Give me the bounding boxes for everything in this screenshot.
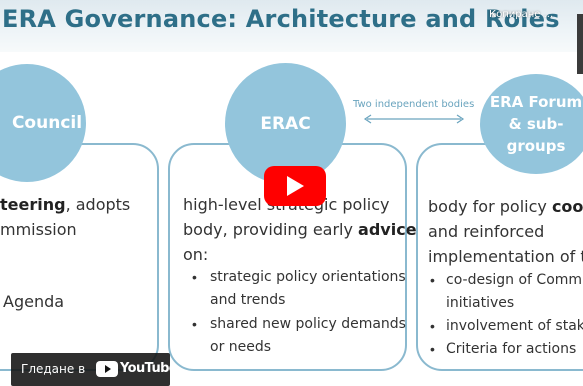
forum-line-3: implementation of th xyxy=(428,247,583,266)
erac-bullet-1-line-1: strategic policy orientations xyxy=(210,269,406,285)
council-label: Council xyxy=(11,113,83,133)
forum-bullet-2-line-1: involvement of stak xyxy=(446,318,583,334)
double-arrow-icon xyxy=(363,114,465,124)
bullet-dot: • xyxy=(430,318,435,334)
play-icon xyxy=(287,176,304,196)
erac-line-3: on: xyxy=(183,245,209,264)
forum-bullet-1-line-1: co-design of Commi xyxy=(446,272,583,288)
watch-on-youtube-button[interactable]: Гледане в YouTube xyxy=(11,353,178,386)
bodies-label: Two independent bodies xyxy=(353,99,475,110)
erac-bullet-1-line-2: and trends xyxy=(210,292,286,308)
era-forum-card xyxy=(416,143,583,371)
youtube-logo-icon xyxy=(96,361,118,377)
forum-bullet-3-line-1: Criteria for actions xyxy=(446,341,577,357)
play-button[interactable] xyxy=(264,166,326,206)
erac-bullet-2-line-1: shared new policy demands xyxy=(210,316,406,332)
slide-title-bar: ERA Governance: Architecture and Roles xyxy=(0,0,583,52)
erac-bullet-2-line-2: or needs xyxy=(210,339,272,355)
era-forum-circle: ERA Forum & sub- groups xyxy=(480,74,583,174)
council-circle: Council xyxy=(0,64,86,182)
bullet-dot: • xyxy=(192,316,197,332)
council-line-3: Agenda xyxy=(3,292,65,311)
video-title[interactable]: Копиране ... xyxy=(489,9,554,20)
forum-line-2: and reinforced xyxy=(428,222,545,241)
forum-bullet-1-line-2: initiatives xyxy=(446,295,515,311)
player-edge-bar xyxy=(577,14,583,74)
council-line-2: mmission xyxy=(0,220,77,239)
erac-circle: ERAC xyxy=(225,63,346,184)
forum-line-1: body for policy coord xyxy=(428,197,583,216)
council-line-1: teering, adopts xyxy=(0,195,131,214)
slide-title: ERA Governance: Architecture and Roles xyxy=(2,5,560,33)
erac-label: ERAC xyxy=(260,113,311,134)
bullet-dot: • xyxy=(192,269,197,285)
erac-line-2: body, providing early advice xyxy=(183,220,417,239)
youtube-brand: YouTube xyxy=(120,361,178,376)
bullet-dot: • xyxy=(430,341,435,357)
bullet-dot: • xyxy=(430,272,435,288)
era-forum-label: ERA Forum & sub- groups xyxy=(489,93,583,155)
watch-on-label: Гледане в xyxy=(21,362,86,376)
